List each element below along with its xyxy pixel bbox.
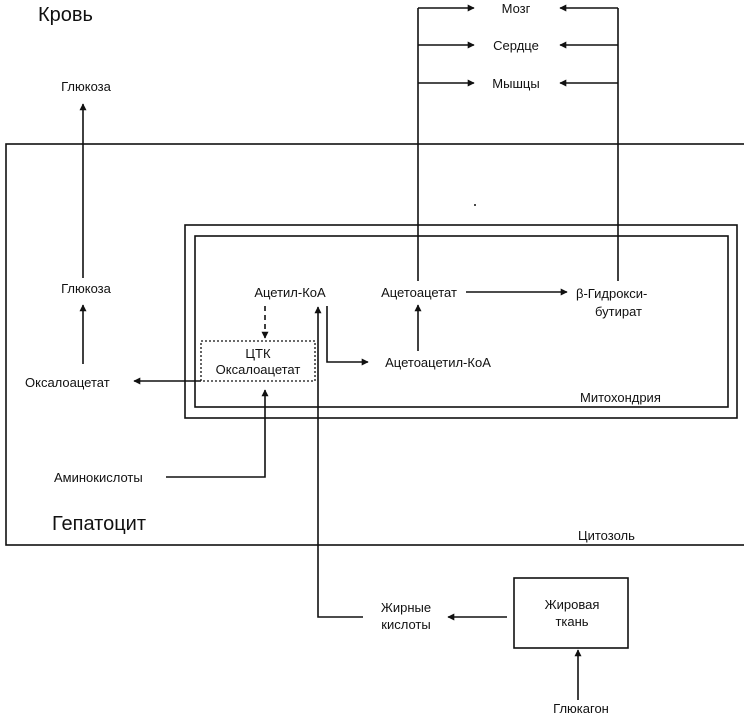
tca-box <box>200 340 316 382</box>
hepatocyte-box <box>5 143 744 546</box>
arrow-acetyl-coa-to-acetoacetyl-coa <box>326 306 369 366</box>
heart-label: Сердце <box>493 38 539 53</box>
cytosol-label: Цитозоль <box>578 528 635 543</box>
tca-oxaloacetate-label: Оксалоацетат <box>216 362 301 377</box>
fatty-acids-label-2: кислоты <box>381 617 430 632</box>
fatty-acids-label-1: Жирные <box>381 600 431 615</box>
oxaloacetate-cytosol-label: Оксалоацетат <box>25 375 110 390</box>
adipose-label-2: ткань <box>555 614 588 629</box>
arrow-fatty-acids-to-acetyl-coa <box>314 306 363 618</box>
glucose-cell-label: Глюкоза <box>61 281 112 296</box>
adipose-label-1: Жировая <box>545 597 600 612</box>
hydroxybutyrate-label-1: β-Гидрокси- <box>576 286 647 301</box>
hydroxybutyrate-label-2: бутират <box>595 304 642 319</box>
hepatocyte-label: Гепатоцит <box>52 513 146 535</box>
acetoacetyl-coa-label: Ацетоацетил-КоА <box>385 355 491 370</box>
mitochondrion-outer-membrane <box>184 224 738 419</box>
glucagon-label: Глюкагон <box>553 701 609 716</box>
arrow-amino-acids-to-tca <box>166 389 269 478</box>
glucose-blood-label: Глюкоза <box>61 79 112 94</box>
acetyl-coa-label: Ацетил-КоА <box>254 285 326 300</box>
acetoacetate-label: Ацетоацетат <box>381 285 457 300</box>
brain-label: Мозг <box>502 1 531 16</box>
muscle-label: Мышцы <box>492 76 539 91</box>
tca-label: ЦТК <box>245 346 271 361</box>
adipose-tissue-box <box>513 577 629 649</box>
speck <box>474 204 476 206</box>
mitochondrion-label: Митохондрия <box>580 390 661 405</box>
mitochondrion-inner-membrane <box>194 235 729 408</box>
amino-acids-label: Аминокислоты <box>54 470 143 485</box>
blood-label: Кровь <box>38 4 93 26</box>
